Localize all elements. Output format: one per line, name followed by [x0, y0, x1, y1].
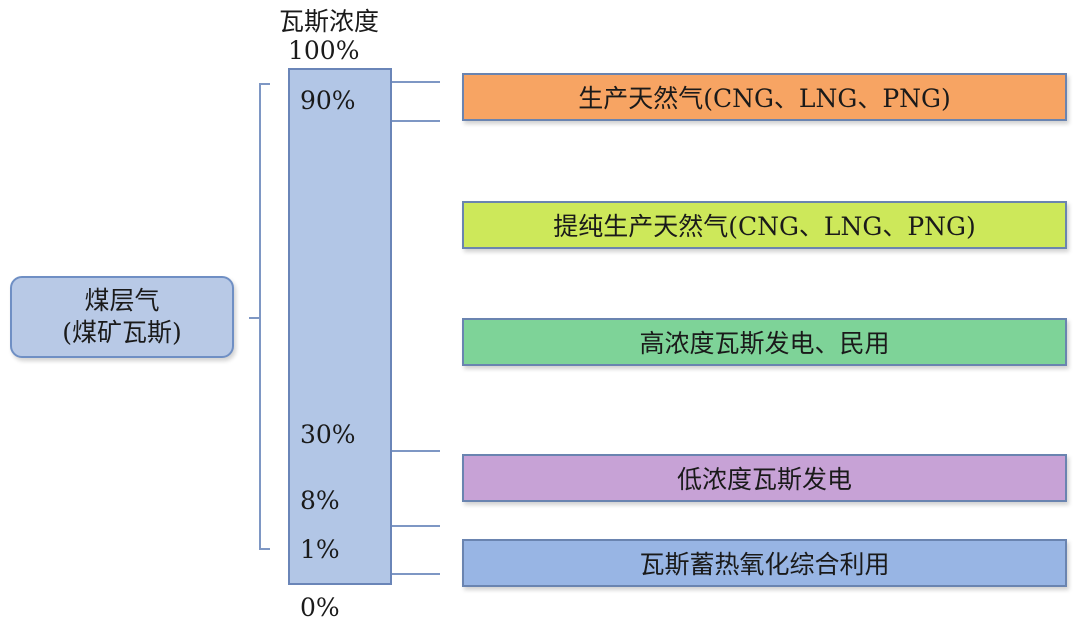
use-box-regenerative-oxidation: 瓦斯蓄热氧化综合利用	[462, 539, 1067, 587]
tick-label-30: 30%	[300, 420, 356, 449]
tick-label-8: 8%	[300, 486, 340, 515]
tick-label-1: 1%	[300, 535, 340, 564]
use-label: 提纯生产天然气(CNG、LNG、PNG)	[553, 212, 976, 241]
source-box: 煤层气 (煤矿瓦斯)	[10, 276, 234, 358]
axis-title: 瓦斯浓度	[279, 7, 380, 36]
tick-label-100: 100%	[288, 36, 360, 65]
tick-label-90: 90%	[300, 86, 356, 115]
use-box-natural-gas: 生产天然气(CNG、LNG、PNG)	[462, 73, 1067, 121]
use-label: 生产天然气(CNG、LNG、PNG)	[578, 84, 951, 113]
cbm-bracket	[249, 83, 270, 550]
concentration-bar	[288, 68, 392, 585]
tick-label-0: 0%	[300, 593, 340, 622]
use-label: 高浓度瓦斯发电、民用	[639, 329, 890, 358]
use-box-high-concentration: 高浓度瓦斯发电、民用	[462, 318, 1067, 366]
use-box-purified-natural-gas: 提纯生产天然气(CNG、LNG、PNG)	[462, 201, 1067, 249]
source-subtitle: (煤矿瓦斯)	[62, 318, 182, 347]
source-title: 煤层气	[84, 285, 160, 315]
use-box-low-concentration: 低浓度瓦斯发电	[462, 454, 1067, 502]
use-label: 瓦斯蓄热氧化综合利用	[639, 550, 890, 579]
use-label: 低浓度瓦斯发电	[676, 465, 852, 494]
